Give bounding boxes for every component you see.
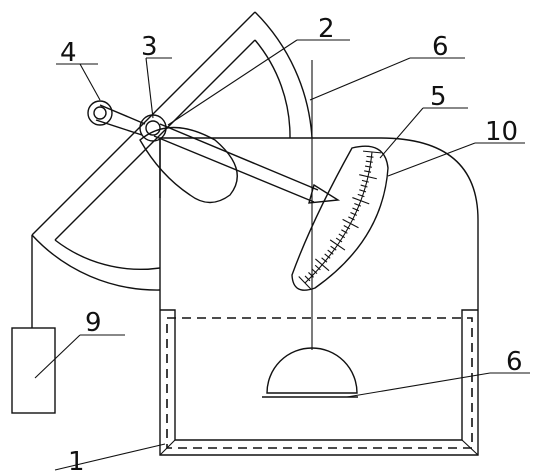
scale-tick bbox=[298, 276, 312, 290]
label-part-3: 3 bbox=[141, 32, 158, 62]
scale-tick bbox=[341, 229, 348, 234]
label-part-9: 9 bbox=[85, 308, 102, 338]
scale-tick bbox=[327, 249, 334, 255]
tray bbox=[159, 309, 479, 456]
scale-tick bbox=[361, 179, 369, 183]
scale-tick bbox=[329, 239, 346, 251]
scale-tick bbox=[357, 193, 365, 198]
pointer-arrow bbox=[153, 123, 341, 204]
scale-tick bbox=[359, 189, 367, 193]
label-part-6-bottom: 6 bbox=[506, 347, 523, 377]
scale-tick bbox=[348, 216, 355, 221]
scale-tick bbox=[352, 207, 360, 212]
label-part-2: 2 bbox=[318, 14, 335, 44]
scale-tick bbox=[314, 264, 321, 271]
scale-ticks bbox=[298, 150, 382, 290]
scale-tick bbox=[335, 237, 343, 243]
scale-tick bbox=[342, 218, 359, 229]
leader-lines bbox=[34, 39, 530, 471]
scale-tick bbox=[304, 275, 311, 282]
scale-tick bbox=[364, 165, 373, 168]
scale-tick bbox=[360, 184, 368, 188]
scale-tick bbox=[343, 225, 351, 230]
plumb-line-and-float bbox=[262, 60, 358, 398]
scale-tick bbox=[321, 257, 328, 263]
scale-tick bbox=[365, 160, 373, 163]
label-part-5: 5 bbox=[430, 82, 447, 112]
label-part-6-top: 6 bbox=[432, 32, 449, 62]
pivot-arm bbox=[87, 100, 238, 204]
scale-tick bbox=[350, 211, 358, 216]
scale-tick bbox=[308, 272, 314, 278]
label-part-4: 4 bbox=[60, 38, 77, 68]
scale-tick bbox=[366, 155, 374, 158]
scale-tick bbox=[311, 268, 318, 275]
label-part-1: 1 bbox=[68, 447, 85, 473]
label-part-10: 10 bbox=[485, 117, 518, 147]
scale-tick bbox=[315, 258, 330, 272]
scale-tick bbox=[364, 170, 372, 173]
scale-tick bbox=[338, 233, 346, 239]
scale-tick bbox=[362, 150, 382, 154]
scale-tick bbox=[354, 203, 362, 207]
scale-tick bbox=[352, 197, 370, 205]
housing bbox=[159, 137, 479, 456]
scale-plate bbox=[291, 145, 389, 291]
scale-tick bbox=[324, 253, 331, 259]
weight-box bbox=[11, 235, 56, 414]
scale-tick bbox=[330, 245, 337, 251]
scale-tick bbox=[359, 174, 377, 180]
